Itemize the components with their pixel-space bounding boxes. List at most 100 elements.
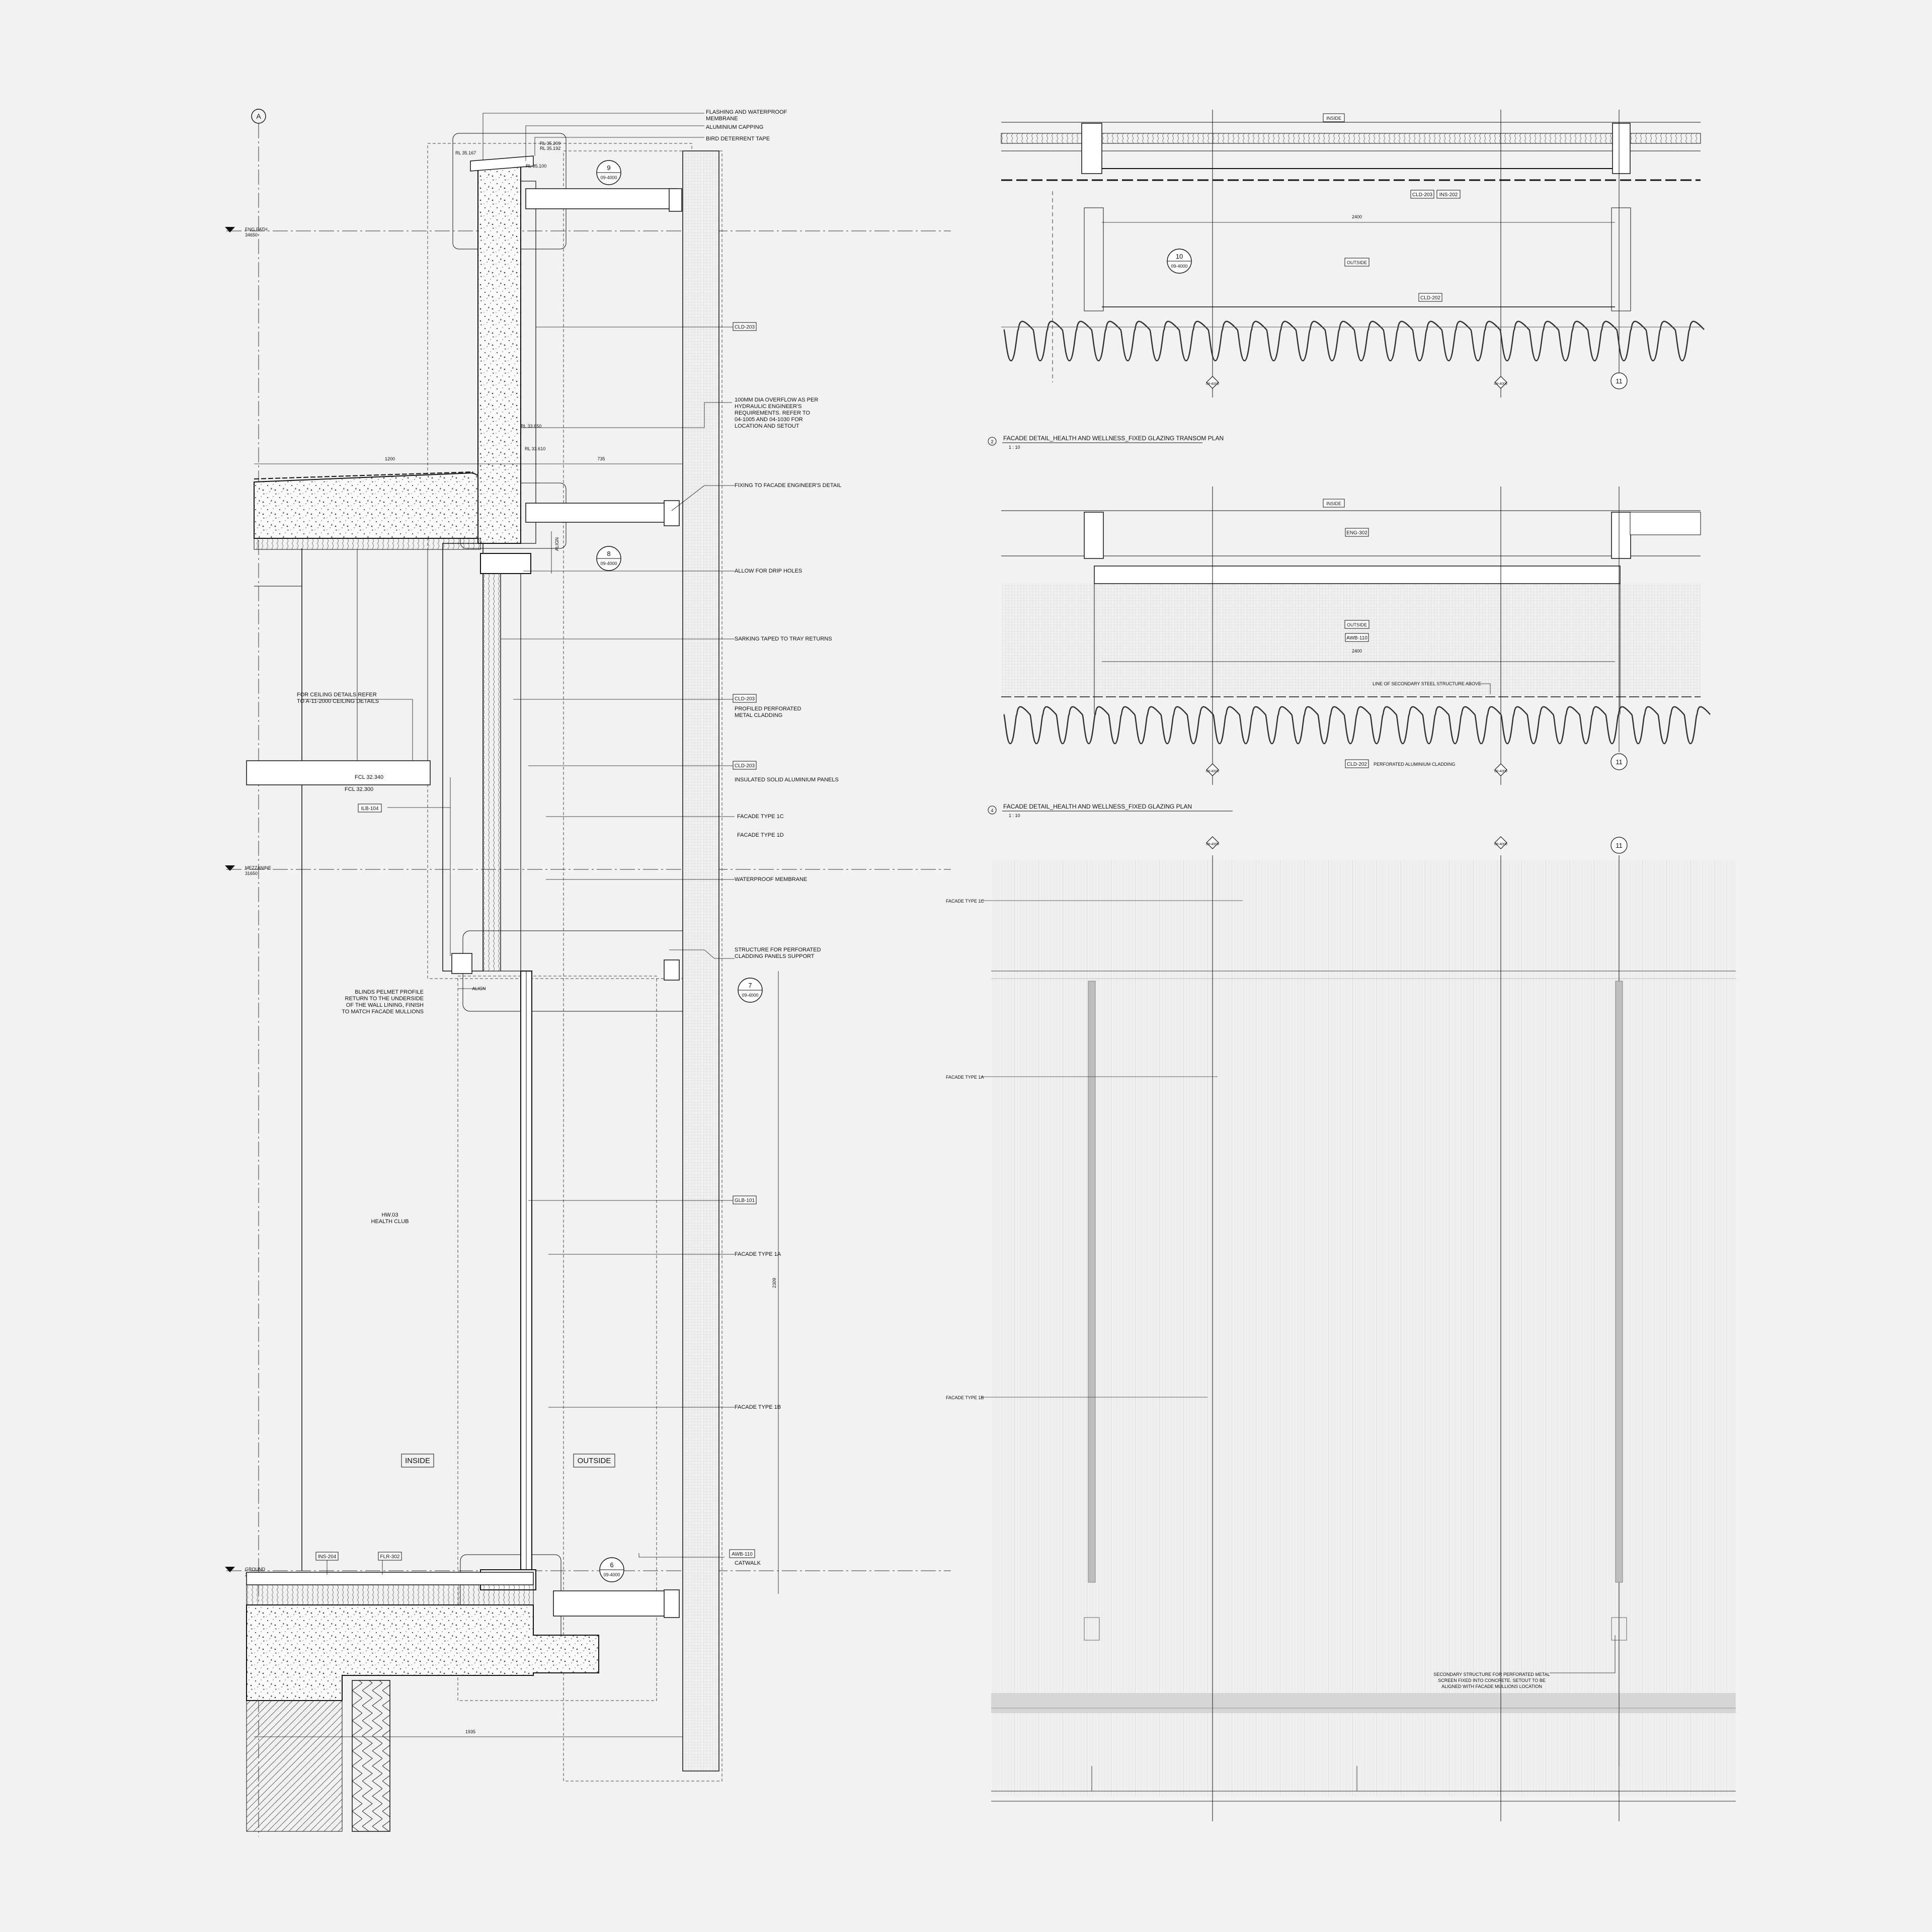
note-drip: ALLOW FOR DRIP HOLES: [735, 568, 802, 574]
plan4-tag-1: ENG-302: [1346, 530, 1367, 536]
room-number: HW.03: [381, 1212, 398, 1218]
callout-7[interactable]: 7 09-4000: [738, 978, 763, 1003]
callout-6[interactable]: 6 09-4000: [599, 1557, 624, 1582]
plan4-marker-2-ref: 09-4000: [1494, 770, 1507, 773]
plan2-outside: OUTSIDE: [1347, 260, 1367, 265]
tag-ilb: ILB-104: [361, 806, 378, 812]
callout-9-num: 9: [607, 164, 610, 172]
level-name-mezz: MEZZANINE: [245, 865, 271, 870]
plan4-title: FACADE DETAIL_HEALTH AND WELLNESS_FIXED …: [1003, 803, 1192, 810]
level-marker-rl: ENG.PATH 34650: [225, 227, 951, 237]
note-bird: BIRD DETERRENT TAPE: [706, 136, 770, 142]
callout-9[interactable]: 9 09-4000: [596, 160, 621, 185]
rl-5: RL 35.192: [540, 146, 560, 151]
elev-marker-2-ref: 09-4000: [1494, 843, 1507, 846]
plan4-perf-note: PERFORATED ALUMINIUM CLADDING: [1374, 762, 1455, 767]
plan4-tag-2: AWB-110: [1346, 635, 1367, 641]
plan2-callout[interactable]: 10 09-4000: [1167, 249, 1192, 274]
grid-bubble-label: A: [256, 112, 261, 120]
plan4-scale: 1 : 10: [1009, 813, 1020, 818]
plan2-tag-3: CLD-202: [1420, 295, 1440, 301]
mullion-left: [1088, 981, 1096, 1583]
note-capping: ALUMINIUM CAPPING: [706, 124, 763, 130]
plan2-section-marker-1[interactable]: 09-4000: [1206, 376, 1219, 389]
elev-grid-bubble: [1611, 837, 1628, 854]
callout-8-ref: 09-4000: [600, 561, 617, 566]
rl-1: RL 35.167: [455, 150, 476, 155]
plan-fixed-glazing: INSIDE OUTSIDE 2400 ENG-302 AWB-110 CLD-…: [988, 487, 1711, 818]
elev-type1a: FACADE TYPE 1A: [946, 1075, 984, 1080]
tag-glb: GLB-101: [735, 1198, 755, 1203]
elev-marker-1-ref: 09-4000: [1206, 843, 1219, 846]
section-outside-label: OUTSIDE: [578, 1457, 611, 1465]
insulated-panel: [482, 553, 501, 972]
capping: [470, 155, 534, 172]
rl-2: RL 35.100: [526, 164, 546, 169]
plan4-inside: INSIDE: [1326, 501, 1341, 506]
dim-1935: 1935: [465, 1729, 475, 1734]
callout-7-num: 7: [748, 982, 752, 989]
note-insulated: INSULATED SOLID ALUMINIUM PANELS: [735, 777, 839, 783]
note-flashing-2: MEMBRANE: [706, 116, 738, 122]
elev-type1b: FACADE TYPE 1B: [946, 1395, 984, 1400]
foundation-hatch: [246, 1700, 343, 1832]
note-type1a: FACADE TYPE 1A: [735, 1251, 781, 1257]
mullion-right: [1615, 981, 1623, 1583]
level-marker-mezz: MEZZANINE 31650: [225, 865, 951, 876]
plan4-section-marker-2[interactable]: 09-4000: [1494, 763, 1507, 776]
callout-8-num: 8: [607, 550, 610, 557]
facade-elevation: FACADE TYPE 1C FACADE TYPE 1A FACADE TYP…: [946, 836, 1736, 1821]
note-ceiling-2: TO A-11-2000 CEILING DETAILS: [297, 698, 379, 704]
level-value-mezz: 31650: [245, 871, 258, 876]
ground-slab: [246, 1604, 599, 1701]
corrugated-profile: [1003, 320, 1705, 362]
wall-section: A ENG.PATH 34650 MEZZANINE 31650 GROUND …: [225, 109, 951, 1836]
plan4-tag-3: CLD-202: [1347, 762, 1367, 767]
ceiling-bulkhead: [246, 760, 431, 785]
note-overflow-4: 04-1005 AND 04-1030 FOR: [735, 417, 803, 423]
callout-9-ref: 09-4000: [600, 175, 617, 180]
tag-flr: FLR-302: [380, 1554, 400, 1560]
plan4-section-marker-1[interactable]: 09-4000: [1206, 763, 1219, 776]
note-type1b: FACADE TYPE 1B: [735, 1404, 781, 1410]
elev-section-marker-2[interactable]: 09-4000: [1494, 836, 1507, 849]
note-blinds-1: BLINDS PELMET PROFILE: [355, 989, 424, 995]
plan2-dim: 2400: [1352, 214, 1362, 219]
plan4-title-num: 4: [991, 808, 993, 813]
plan2-marker-2-ref: 09-4000: [1494, 382, 1507, 386]
plan2-section-marker-2[interactable]: 09-4000: [1494, 376, 1507, 389]
note-profiled-2: METAL CLADDING: [735, 712, 782, 718]
note-sarking: SARKING TAPED TO TRAY RETURNS: [735, 636, 832, 642]
fcl-1: FCL 32.340: [355, 774, 383, 780]
level-name-rl: ENG.PATH: [245, 227, 268, 232]
note-ceiling-1: FOR CEILING DETAILS REFER: [297, 692, 377, 698]
tag-cld-3: CLD-203: [735, 763, 755, 769]
plan2-inside: INSIDE: [1326, 116, 1341, 121]
plan2-title: FACADE DETAIL_HEALTH AND WELLNESS_FIXED …: [1003, 435, 1224, 442]
elev-section-marker-1[interactable]: 09-4000: [1206, 836, 1219, 849]
note-catwalk: CATWALK: [735, 1560, 761, 1566]
level-value-rl: 34650: [245, 232, 258, 237]
plan2-scale: 1 : 10: [1009, 445, 1020, 450]
dim-735: 735: [597, 456, 605, 461]
callout-8[interactable]: 8 09-4000: [596, 546, 621, 571]
callout-7-ref: 09-4000: [742, 993, 758, 998]
note-fixing: FIXING TO FACADE ENGINEER'S DETAIL: [735, 482, 841, 489]
note-profiled-1: PROFILED PERFORATED: [735, 706, 801, 712]
note-overflow-3: REQUIREMENTS. REFER TO: [735, 410, 810, 416]
tag-cld-1: CLD-203: [735, 325, 755, 330]
elev-note-3: ALIGNED WITH FACADE MULLIONS LOCATION: [1441, 1684, 1542, 1689]
note-overflow-1: 100MM DIA OVERFLOW AS PER: [735, 397, 818, 403]
plan2-callout-ref: 09-4000: [1171, 264, 1187, 269]
perforated-profile: [1003, 706, 1711, 745]
note-structure-2: CLADDING PANELS SUPPORT: [735, 953, 815, 959]
note-type1d: FACADE TYPE 1D: [737, 832, 784, 838]
masonry-wall: [352, 1680, 390, 1832]
note-overflow-2: HYDRAULIC ENGINEER'S: [735, 404, 802, 410]
note-waterproof: WATERPROOF MEMBRANE: [735, 876, 807, 882]
plan2-tag-2: INS-202: [1439, 192, 1458, 198]
plan4-dim: 2400: [1352, 649, 1362, 654]
fcl-2: FCL 32.300: [345, 786, 373, 792]
plan4-marker-1-ref: 09-4000: [1206, 770, 1219, 773]
